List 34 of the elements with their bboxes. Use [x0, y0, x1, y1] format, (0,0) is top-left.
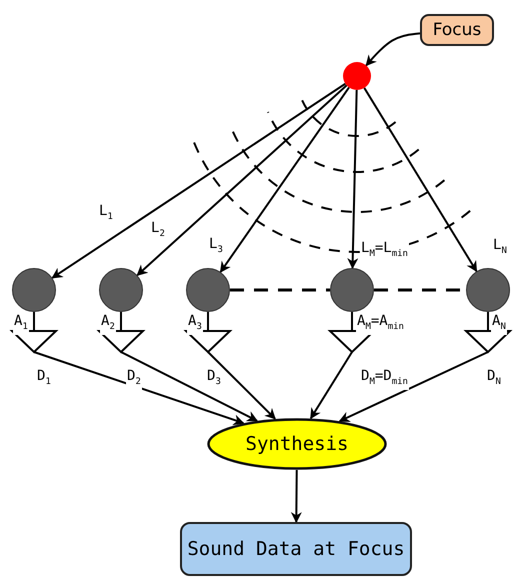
- arrow: [338, 351, 488, 422]
- connector-line: [351, 312, 353, 330]
- arrow: [51, 82, 346, 279]
- edge-label: D$_{2}$: [126, 368, 142, 390]
- microphone-circle: [12, 268, 56, 312]
- edge-label: A$_{N}$: [491, 313, 507, 335]
- focal-point: [343, 62, 371, 90]
- connector-line: [487, 312, 489, 330]
- connector-line: [120, 312, 122, 330]
- focus-tag: Focus: [420, 14, 494, 46]
- microphone-circle: [186, 268, 230, 312]
- edge-label: A$_{3}$: [187, 313, 203, 335]
- connector-line: [207, 312, 209, 330]
- arrow: [220, 86, 350, 273]
- edge-label: A$_{2}$: [100, 313, 116, 335]
- process-ellipse: Synthesis: [207, 418, 387, 470]
- arrow: [34, 351, 244, 426]
- arrow: [120, 351, 258, 422]
- microphone-circle: [330, 268, 374, 312]
- arrow: [363, 87, 478, 272]
- arrow: [347, 90, 358, 270]
- edge-label: A$_{M}$=A$_{min}$: [356, 313, 405, 335]
- dashed-line: [230, 288, 330, 292]
- connector-line: [33, 312, 35, 330]
- arrow: [365, 32, 420, 66]
- edge-label: A$_{1}$: [13, 313, 29, 335]
- microphone-circle: [466, 268, 510, 312]
- edge-label: D$_{M}$=D$_{min}$: [360, 368, 409, 390]
- output-box: Sound Data at Focus: [180, 522, 412, 576]
- arrow: [136, 84, 348, 276]
- arrow: [207, 351, 276, 420]
- arrow: [310, 351, 353, 420]
- arrow: [290, 470, 302, 524]
- microphone-circle: [99, 268, 143, 312]
